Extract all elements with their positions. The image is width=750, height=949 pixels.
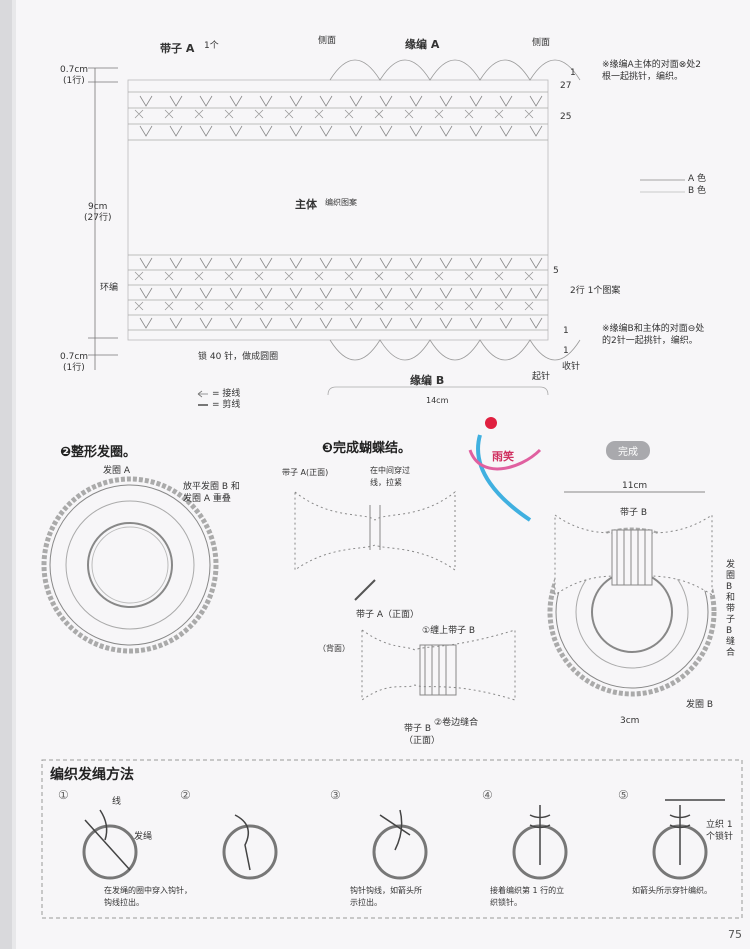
step2-label: ②卷边缝合 xyxy=(434,718,479,728)
strap-a-front-label: 带子 A(正面) xyxy=(282,468,329,477)
section2-title: ❷整形发圈。 xyxy=(60,445,137,460)
ring-label: 环编 xyxy=(100,283,119,293)
note2-line1: ※缘编B和主体的对面⊖处 xyxy=(602,324,705,334)
strap-b-label: 带子 B xyxy=(404,724,432,734)
dim2-label: 9cm xyxy=(88,202,108,212)
pattern-label: 编织图案 xyxy=(325,198,357,207)
back-label: （背面） xyxy=(318,644,350,653)
row-1-label: 1 xyxy=(570,68,576,78)
ring-note-line1: 放平发圈 B 和 xyxy=(183,482,240,492)
row-27-label: 27 xyxy=(560,81,572,91)
section3-title: ❸完成蝴蝶结。 xyxy=(322,441,412,456)
color-b-label: B 色 xyxy=(688,186,707,196)
pattern-chart xyxy=(88,59,685,406)
cut-legend: = 剪线 xyxy=(212,400,241,410)
edge-a-label: 缘编 A xyxy=(405,38,440,51)
step1-label: ①缠上带子 B xyxy=(422,626,476,636)
strap-a-count: 1个 xyxy=(204,41,219,51)
dim3-label: 0.7cm xyxy=(60,352,89,362)
strap-a-front2-label: 带子 A（正面） xyxy=(356,610,420,620)
step2-number: ② xyxy=(180,788,191,802)
watermark-logo xyxy=(468,417,542,522)
note1-line2: 根一起挑针，编织。 xyxy=(602,72,684,82)
row-5-label: 5 xyxy=(553,266,559,276)
body-label: 主体 xyxy=(295,198,317,211)
dim3-rows: (1行) xyxy=(63,363,85,373)
step5-note-line1: 立织 1 xyxy=(706,820,733,830)
finish-label: 收针 xyxy=(562,362,581,372)
step5-number: ⑤ xyxy=(618,788,629,802)
ring-a-label: 发圈 A xyxy=(103,466,131,476)
strap-b-front-label: （正面） xyxy=(404,736,441,746)
page-number: 75 xyxy=(728,928,742,941)
side-left-label: 侧面 xyxy=(318,36,337,46)
center-note-line2: 线，拉紧 xyxy=(370,478,402,487)
width-label: 14cm xyxy=(426,396,449,405)
color-a-label: A 色 xyxy=(688,174,707,184)
step3-caption-line2: 示拉出。 xyxy=(350,898,382,907)
row-end-1-label: 1 xyxy=(563,326,569,336)
join-legend: = 接线 xyxy=(212,389,241,399)
ring-note-line2: 发圈 A 重叠 xyxy=(183,494,231,504)
strap-a-label: 带子 A xyxy=(160,42,195,55)
done-cm-label: 3cm xyxy=(620,716,640,726)
done-width-label: 11cm xyxy=(622,481,648,491)
ring-diagram xyxy=(41,476,219,654)
finished-diagram xyxy=(547,491,717,697)
done-badge: 完成 xyxy=(606,441,650,460)
row-end-2-label: 1 xyxy=(563,346,569,356)
bow-diagram xyxy=(294,490,516,701)
method-box xyxy=(41,759,743,919)
method-title: 编织发绳方法 xyxy=(50,767,134,783)
done-ring-b-label: 发圈 B xyxy=(686,700,714,710)
dim2-rows: (27行) xyxy=(84,213,112,223)
row-25-label: 25 xyxy=(560,112,572,122)
note1-line1: ※缘编A主体的对面⊗处2 xyxy=(602,60,701,70)
step1-cord-label: 发绳 xyxy=(134,832,153,842)
step4-caption-line1: 接着编织第 1 行的立 xyxy=(490,886,565,895)
dim1-rows: (1行) xyxy=(63,76,85,86)
chain-note: 锁 40 针，做成圆圈 xyxy=(198,352,279,362)
step4-caption-line2: 织锁针。 xyxy=(490,898,522,907)
step3-number: ③ xyxy=(330,788,341,802)
dim1-label: 0.7cm xyxy=(60,65,89,75)
note2-line2: 的2针一起挑针，编织。 xyxy=(602,336,698,346)
row-2-label: 2行 1个图案 xyxy=(570,286,621,296)
done-side-note: 发圈 B 和带子 B 缝合 xyxy=(726,560,736,658)
step1-caption-line1: 在发绳的圈中穿入钩针， xyxy=(104,886,192,895)
side-right-label: 侧面 xyxy=(532,38,551,48)
start-label: 起针 xyxy=(532,372,551,382)
done-strap-b-label: 带子 B xyxy=(620,508,648,518)
center-note-line1: 在中间穿过 xyxy=(370,466,410,475)
edge-b-label: 缘编 B xyxy=(410,374,445,387)
step1-thread-label: 线 xyxy=(112,797,122,807)
step5-caption: 如箭头所示穿针编织。 xyxy=(632,886,712,895)
watermark-text: 雨笑 xyxy=(492,450,514,463)
step1-caption-line2: 钩线拉出。 xyxy=(104,898,144,907)
step3-caption-line1: 钩针钩线，如箭头所 xyxy=(350,886,422,895)
step1-number: ① xyxy=(58,788,69,802)
step4-number: ④ xyxy=(482,788,493,802)
step5-note-line2: 个锁针 xyxy=(706,832,734,842)
